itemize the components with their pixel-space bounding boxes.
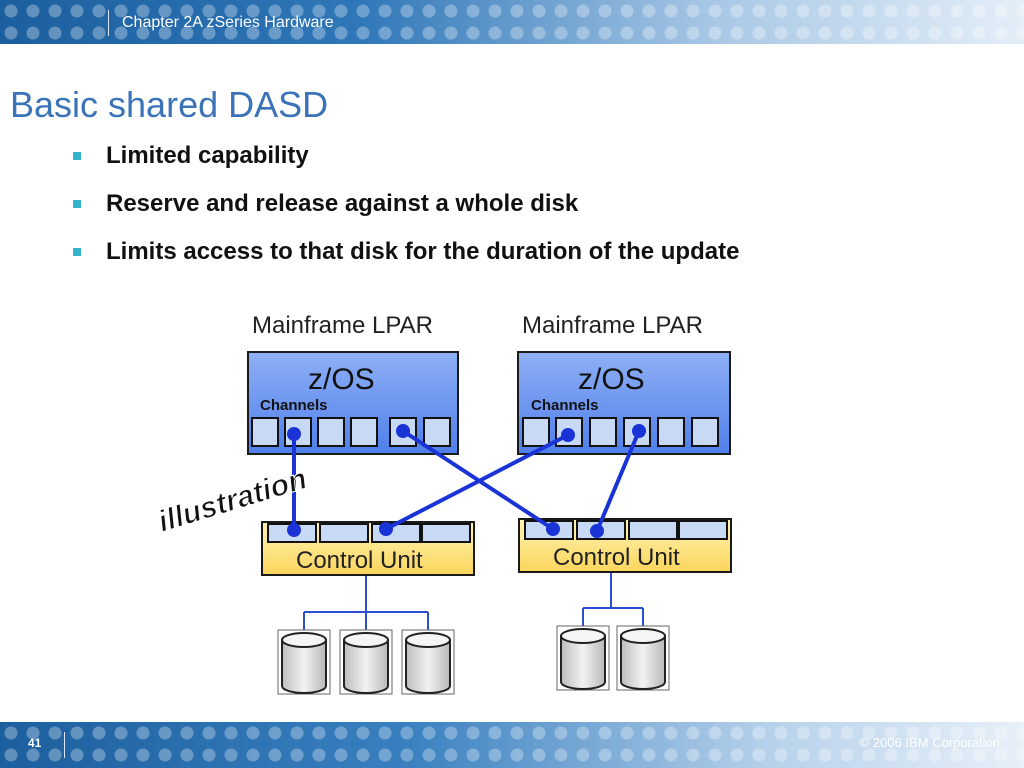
header-separator [108, 10, 109, 36]
channel-port [251, 417, 279, 447]
bullet-list: Limited capability Reserve and release a… [70, 140, 739, 284]
header-bar: Chapter 2A zSeries Hardware [0, 0, 1024, 44]
bullet-text: Reserve and release against a whole disk [106, 190, 579, 217]
bullet-item: Limited capability [70, 140, 739, 188]
disk-connector-right [582, 573, 644, 632]
shared-dasd-diagram: Mainframe LPAR z/OS Channels Mainframe L… [154, 312, 732, 695]
channel-port [657, 417, 685, 447]
channel-link [385, 433, 569, 531]
zos-label-right: z/OS [578, 363, 645, 396]
bullet-text: Limited capability [106, 142, 309, 169]
control-unit-label-left: Control Unit [296, 547, 423, 574]
link-endpoint [561, 428, 575, 442]
cu-port [421, 523, 471, 543]
cu-port [319, 523, 369, 543]
footer-bar [0, 722, 1024, 768]
header-pattern [0, 0, 1024, 44]
bullet-marker-icon [73, 152, 81, 160]
disk-icon [277, 629, 331, 695]
bullet-marker-icon [73, 248, 81, 256]
link-endpoint [379, 522, 393, 536]
footer-separator [64, 732, 65, 758]
control-unit-left: Control Unit [261, 521, 475, 576]
cu-port [678, 520, 728, 540]
channel-port [317, 417, 345, 447]
channel-port [350, 417, 378, 447]
disk-icon [556, 625, 610, 691]
zos-box-left: z/OS Channels [247, 351, 459, 455]
control-unit-right: Control Unit [518, 518, 732, 573]
channel-link [595, 430, 641, 532]
link-endpoint [546, 522, 560, 536]
channel-port [589, 417, 617, 447]
lpar-label-right: Mainframe LPAR [522, 312, 703, 339]
link-endpoint [632, 424, 646, 438]
slide-title: Basic shared DASD [10, 84, 329, 125]
footer-pattern [0, 722, 1024, 768]
link-endpoint [396, 424, 410, 438]
bullet-item: Reserve and release against a whole disk [70, 188, 739, 236]
bullet-item: Limits access to that disk for the durat… [70, 236, 739, 284]
cu-port [371, 523, 421, 543]
disk-icon [616, 625, 670, 691]
cu-port [628, 520, 678, 540]
disk-icon [401, 629, 455, 695]
lpar-label-left: Mainframe LPAR [252, 312, 433, 339]
zos-label-left: z/OS [308, 363, 375, 396]
channels-label-left: Channels [260, 397, 328, 414]
zos-box-right: z/OS Channels [517, 351, 731, 455]
disk-icon [339, 629, 393, 695]
link-endpoint [287, 427, 301, 441]
chapter-title: Chapter 2A zSeries Hardware [122, 14, 334, 31]
disk-connector-left [303, 576, 429, 636]
page-number: 41 [28, 736, 42, 750]
copyright: © 2006 IBM Corporation [859, 735, 1000, 750]
bullet-marker-icon [73, 200, 81, 208]
control-unit-label-right: Control Unit [553, 544, 680, 571]
channels-label-right: Channels [531, 397, 599, 414]
link-endpoint [590, 524, 604, 538]
channel-port [423, 417, 451, 447]
channel-port [522, 417, 550, 447]
link-endpoint [287, 523, 301, 537]
bullet-text: Limits access to that disk for the durat… [106, 238, 740, 265]
channel-port [691, 417, 719, 447]
